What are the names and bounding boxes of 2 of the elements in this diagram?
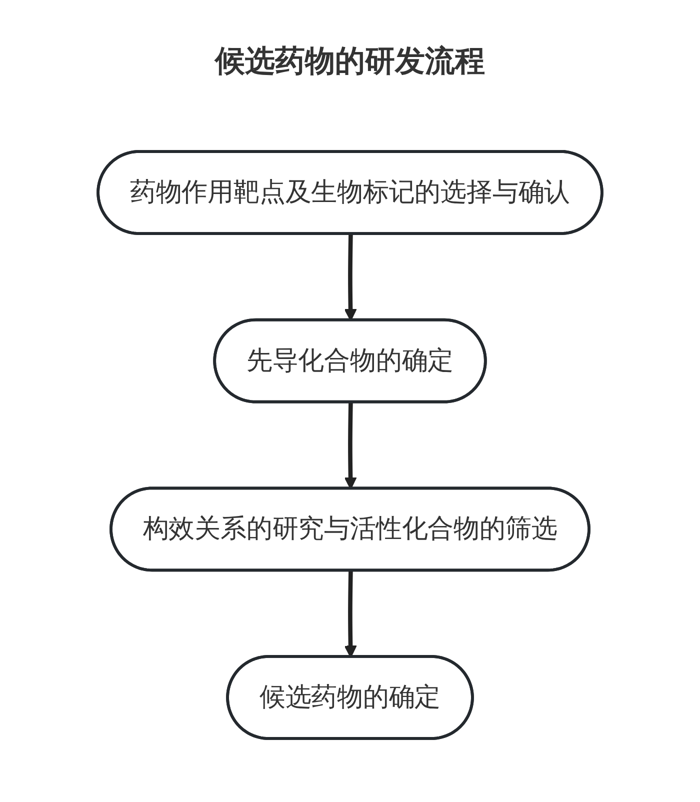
arrow [344, 402, 357, 490]
diagram-title: 候选药物的研发流程 [215, 44, 485, 80]
